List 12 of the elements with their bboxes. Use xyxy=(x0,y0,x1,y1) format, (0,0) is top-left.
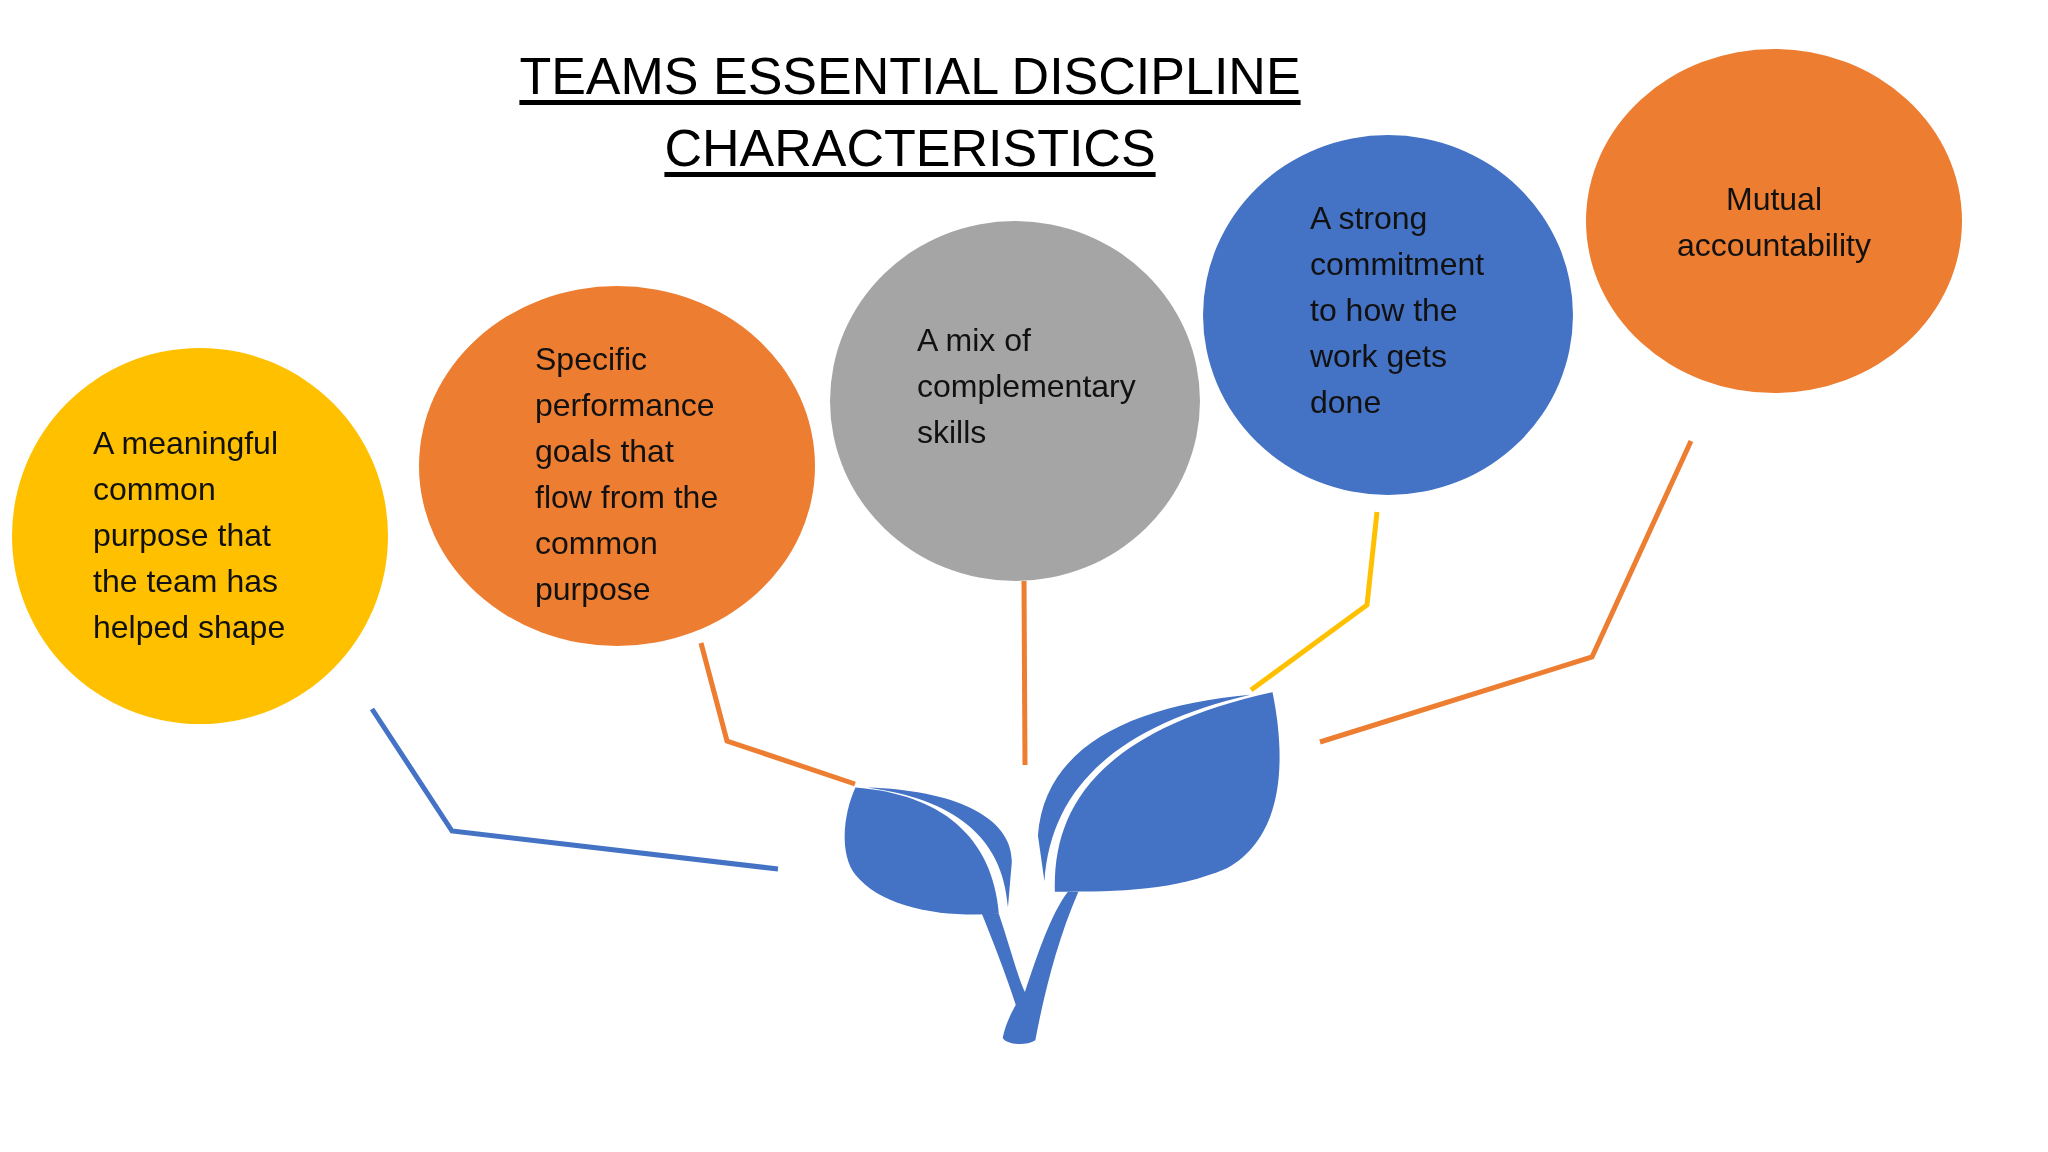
leader-line xyxy=(1249,511,1380,692)
leader-line xyxy=(698,642,856,787)
circle-text: A strong commitment to how the work gets done xyxy=(1310,199,1486,422)
leader-line xyxy=(369,707,779,872)
leader-line xyxy=(1319,439,1694,745)
circle-text: Specific performance goals that flow from the common purpose xyxy=(535,340,720,609)
circle-text: A meaningful common purpose that the team has helped shape xyxy=(93,424,287,647)
circle-text: Mutual accountability xyxy=(1676,180,1872,265)
sprout-drawing xyxy=(845,692,1283,1047)
circle-text: A mix of complementary skills xyxy=(917,321,1137,452)
title: TEAMS ESSENTIAL DISCIPLINE CHARACTERISTICS xyxy=(518,46,1302,179)
leader-line xyxy=(1021,581,1028,765)
